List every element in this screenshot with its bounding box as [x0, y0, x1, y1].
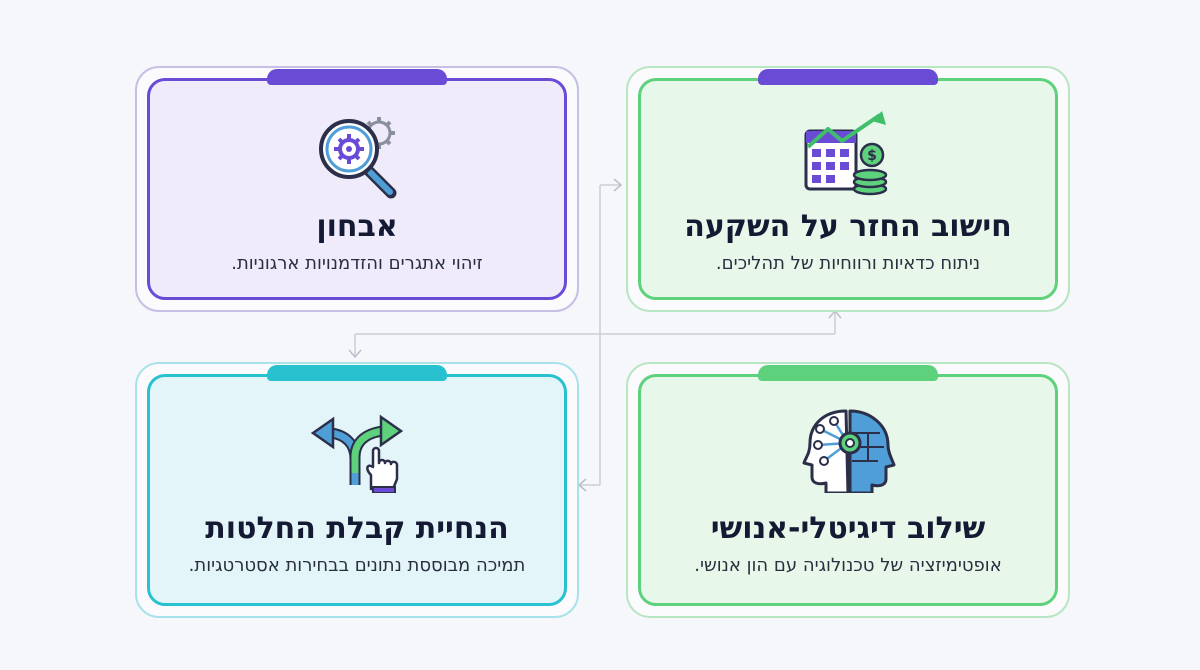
card-diagnosis-body: אבחון זיהוי אתגרים והזדמנויות ארגוניות.: [147, 69, 567, 300]
card-title: אבחון: [316, 209, 398, 244]
svg-text:$: $: [867, 148, 877, 164]
decision-arrows-icon: [310, 414, 404, 493]
card-tab: [758, 69, 938, 85]
card-decisions-body: הנחיית קבלת החלטות תמיכה מבוססת נתונים ב…: [147, 365, 567, 606]
card-tab: [758, 365, 938, 381]
card-tab: [267, 365, 447, 381]
card-integration: שילוב דיגיטלי-אנושי אופטימיזציה של טכנול…: [626, 362, 1070, 618]
roi-chart-icon: $: [804, 111, 888, 196]
card-tab: [267, 69, 447, 85]
human-ai-head-icon: [802, 409, 896, 493]
card-integration-body: שילוב דיגיטלי-אנושי אופטימיזציה של טכנול…: [638, 365, 1058, 606]
card-roi-body: $ חישוב החזר על השקעה ניתוח כדאיות ורווח…: [638, 69, 1058, 300]
card-diagnosis: אבחון זיהוי אתגרים והזדמנויות ארגוניות.: [135, 66, 579, 312]
card-title: חישוב החזר על השקעה: [684, 209, 1012, 244]
card-subtitle: ניתוח כדאיות ורווחיות של תהליכים.: [715, 253, 981, 274]
card-decisions: הנחיית קבלת החלטות תמיכה מבוססת נתונים ב…: [135, 362, 579, 618]
card-title: שילוב דיגיטלי-אנושי: [710, 511, 986, 546]
card-title: הנחיית קבלת החלטות: [205, 511, 509, 546]
card-roi: $ חישוב החזר על השקעה ניתוח כדאיות ורווח…: [626, 66, 1070, 312]
card-subtitle: תמיכה מבוססת נתונים בבחירות אסטרטגיות.: [188, 555, 526, 576]
magnifier-gear-icon: [319, 117, 397, 199]
card-subtitle: אופטימיזציה של טכנולוגיה עם הון אנושי.: [694, 555, 1002, 576]
card-subtitle: זיהוי אתגרים והזדמנויות ארגוניות.: [231, 253, 483, 274]
